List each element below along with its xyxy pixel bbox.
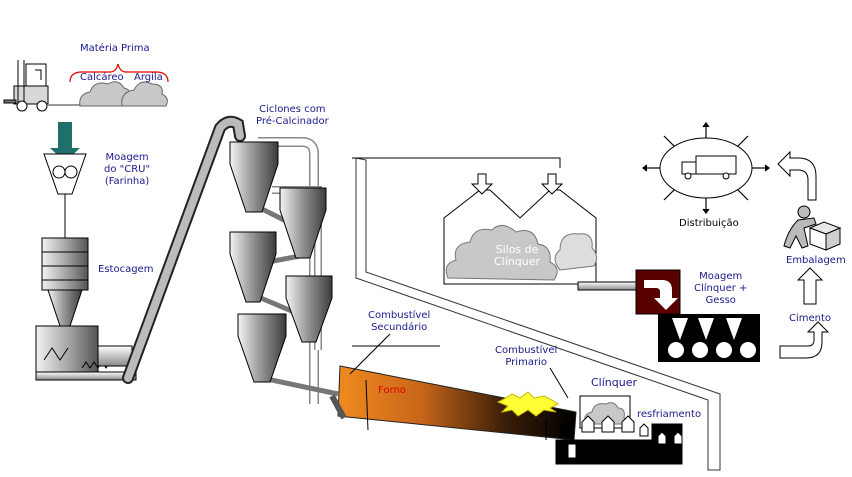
- clinker-conveyor: [577, 281, 637, 291]
- label-silos: Silos de Clínquer: [494, 243, 541, 268]
- raw-mill-icon: [43, 153, 87, 238]
- storage-base: [35, 371, 137, 381]
- primary-fuel-line: [549, 367, 569, 399]
- label-ciclones: Ciclones com Pré-Calcinador: [256, 104, 329, 127]
- distribution-icon: [642, 122, 770, 214]
- forklift-icon: [3, 60, 82, 112]
- tertiary-air-duct: [355, 157, 721, 471]
- flame-icon: [496, 391, 559, 417]
- label-forno: Forno: [378, 385, 406, 396]
- packer-icon: [783, 205, 842, 251]
- clinker-grinder-icon: [635, 269, 760, 362]
- label-moagem-clinquer: Moagem Clínquer + Gesso: [694, 271, 748, 306]
- rotary-kiln: [329, 365, 577, 441]
- feed-arrow-icon: [50, 122, 80, 162]
- label-resfriamento: resfriamento: [637, 409, 702, 420]
- cyclone-tower-icon: [229, 137, 339, 404]
- raw-material-brace-icon: [69, 63, 169, 83]
- flow-arrows: [777, 150, 830, 359]
- storage-conveyor: [97, 345, 133, 367]
- label-argila: Argila: [134, 72, 163, 83]
- clinker-cooler-icon: [555, 395, 683, 465]
- label-cimento: Cimento: [789, 313, 832, 324]
- label-combustivel-primario: Combustível Primario: [495, 345, 558, 368]
- label-moagem-cru: Moagem do "CRU" (Farinha): [104, 152, 151, 187]
- label-embalagem: Embalagem: [786, 255, 846, 266]
- label-distribuicao: Distribuição: [679, 218, 739, 229]
- label-clinquer: Clínquer: [591, 376, 638, 389]
- label-materia-prima: Matéria Prima: [80, 43, 150, 54]
- raw-material-piles: [79, 81, 168, 107]
- clinker-silos: [352, 157, 598, 285]
- label-calcareo: Calcáreo: [80, 72, 124, 83]
- label-estocagem: Estocagem: [98, 264, 154, 275]
- label-combustivel-secundario: Combustível Secundário: [368, 310, 431, 333]
- storage-silo-icon: [35, 237, 111, 379]
